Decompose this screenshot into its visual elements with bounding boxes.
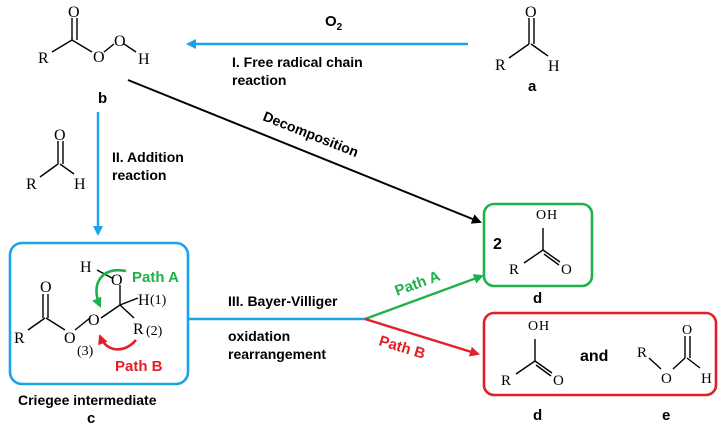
atom-h: H xyxy=(80,259,92,276)
compound-a-structure: R O H a xyxy=(495,4,560,95)
atom-r: R xyxy=(501,373,511,389)
position-2-label: (2) xyxy=(146,324,163,339)
and-label: and xyxy=(580,348,608,365)
atom-r: R xyxy=(14,330,25,347)
step1-label-line2: reaction xyxy=(232,72,286,88)
criegee-label: Criegee intermediate xyxy=(18,392,157,408)
atom-o: O xyxy=(661,371,672,387)
compound-b-structure: R O O O H b xyxy=(38,4,150,107)
compound-label-d: d xyxy=(533,290,542,307)
step3-label-line3: rearrangement xyxy=(228,346,326,362)
compound-label-d: d xyxy=(533,407,542,424)
atom-r: R xyxy=(637,345,647,361)
path-a-curved-arrow xyxy=(92,268,127,308)
criegee-structure: R O O O O H H R (1) (2) (3) xyxy=(14,259,167,359)
atom-h: H xyxy=(138,51,150,68)
atom-o: O xyxy=(68,4,80,21)
atom-o: O xyxy=(54,127,66,144)
compound-label-a: a xyxy=(528,78,537,95)
atom-h: H xyxy=(138,292,150,309)
atom-o: O xyxy=(64,330,76,347)
criegee-box xyxy=(8,241,190,386)
arrow-path-b xyxy=(364,317,480,357)
decomposition-label: Decomposition xyxy=(261,108,361,160)
atom-r: R xyxy=(26,176,37,193)
atom-r: R xyxy=(38,50,49,67)
atom-o: O xyxy=(553,373,564,389)
step2-label-line2: reaction xyxy=(112,167,166,183)
atom-o: O xyxy=(114,33,126,50)
atom-o: O xyxy=(561,262,572,278)
coefficient-label: 2 xyxy=(493,236,502,253)
arrow-path-a xyxy=(364,274,484,321)
path-b-curved-arrow xyxy=(98,334,137,351)
reagent-o2: O2 xyxy=(325,13,343,33)
atom-o: O xyxy=(111,272,123,289)
atom-h: H xyxy=(74,176,86,193)
product-de-box xyxy=(482,311,718,397)
atom-o: O xyxy=(682,323,692,338)
position-3-label: (3) xyxy=(77,344,94,359)
atom-r: R xyxy=(509,262,519,278)
atom-h: H xyxy=(701,371,712,387)
compound-label-c: c xyxy=(87,410,95,427)
atom-h: H xyxy=(547,208,557,223)
atom-o: O xyxy=(536,208,546,223)
product-d-box xyxy=(482,202,594,288)
aldehyde-reagent-structure: R O H xyxy=(26,127,86,193)
atom-h: H xyxy=(539,319,549,334)
position-1-label: (1) xyxy=(150,293,167,308)
atom-o: O xyxy=(88,312,100,329)
product-e-structure: R O O H xyxy=(637,323,712,387)
path-a-branch-label: Path A xyxy=(393,268,443,300)
path-a-label-criegee: Path A xyxy=(132,269,179,286)
step3-label-line2: oxidation xyxy=(228,328,290,344)
atom-r: R xyxy=(495,57,506,74)
atom-o: O xyxy=(528,319,538,334)
atom-o: O xyxy=(93,49,105,66)
step2-label-line1: II. Addition xyxy=(112,149,184,165)
product-d-structure: 2 R O H O xyxy=(493,208,572,278)
arrow-decomposition xyxy=(127,79,482,224)
path-b-label-criegee: Path B xyxy=(115,358,163,375)
atom-o: O xyxy=(525,4,537,21)
atom-r: R xyxy=(133,321,144,338)
atom-o: O xyxy=(40,279,52,296)
step3-label-line1: III. Bayer-Villiger xyxy=(228,293,338,309)
product-d2-structure: R O H O xyxy=(501,319,564,389)
atom-h: H xyxy=(548,58,560,75)
step1-label-line1: I. Free radical chain xyxy=(232,54,363,70)
compound-label-e: e xyxy=(662,407,670,424)
compound-label-b: b xyxy=(98,90,107,107)
